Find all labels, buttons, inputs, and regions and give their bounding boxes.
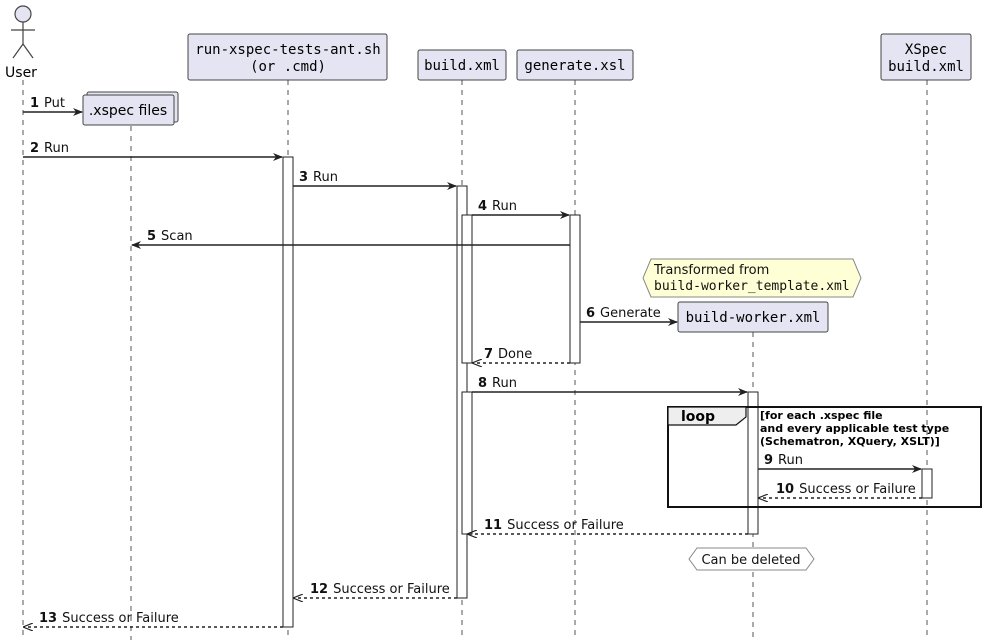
participant-xspec-build-line1: XSpec — [905, 42, 947, 58]
note-transformed-shape — [642, 258, 862, 298]
participant-xspec-build-line2: build.xml — [888, 59, 964, 75]
activation-runner — [282, 156, 294, 628]
loop-keyword: loop — [681, 409, 715, 425]
note-deleted-shape — [688, 547, 815, 571]
participant-runner-box — [187, 33, 388, 81]
note-transformed-line1: Transformed from — [653, 263, 769, 278]
activation-xspec-build — [921, 468, 933, 499]
participant-worker-box — [677, 301, 829, 333]
loop-condition-line2: and every applicable test type — [760, 422, 949, 435]
participant-xspec-build-box — [880, 33, 972, 81]
participant-generate: generate.xsl — [524, 58, 625, 74]
activation-worker — [747, 391, 759, 535]
loop-condition-line1: [for each .xspec file — [760, 409, 883, 422]
participant-build-box — [417, 49, 507, 81]
participant-xspec-files-box — [82, 91, 179, 126]
note-transformed-line2: build-worker_template.xml — [654, 279, 850, 294]
note-deleted: Can be deleted — [701, 553, 800, 568]
participant-worker: build-worker.xml — [686, 310, 821, 326]
loop-condition-line3: (Schematron, XQuery, XSLT)] — [760, 435, 940, 448]
participant-build: build.xml — [424, 58, 500, 74]
participant-runner-line2: (or .cmd) — [250, 59, 326, 75]
user-actor-icon — [11, 5, 35, 59]
loop-frame — [667, 406, 982, 508]
participant-generate-box — [516, 49, 634, 81]
activation-generate — [569, 214, 581, 364]
participant-user: User — [5, 65, 37, 81]
participant-xspec-files: .xspec files — [89, 103, 167, 119]
activation-build-nested-1 — [461, 214, 473, 364]
participant-runner-line1: run-xspec-tests-ant.sh — [195, 42, 380, 58]
activation-build-nested-2 — [461, 391, 473, 535]
loop-tab — [667, 406, 747, 426]
